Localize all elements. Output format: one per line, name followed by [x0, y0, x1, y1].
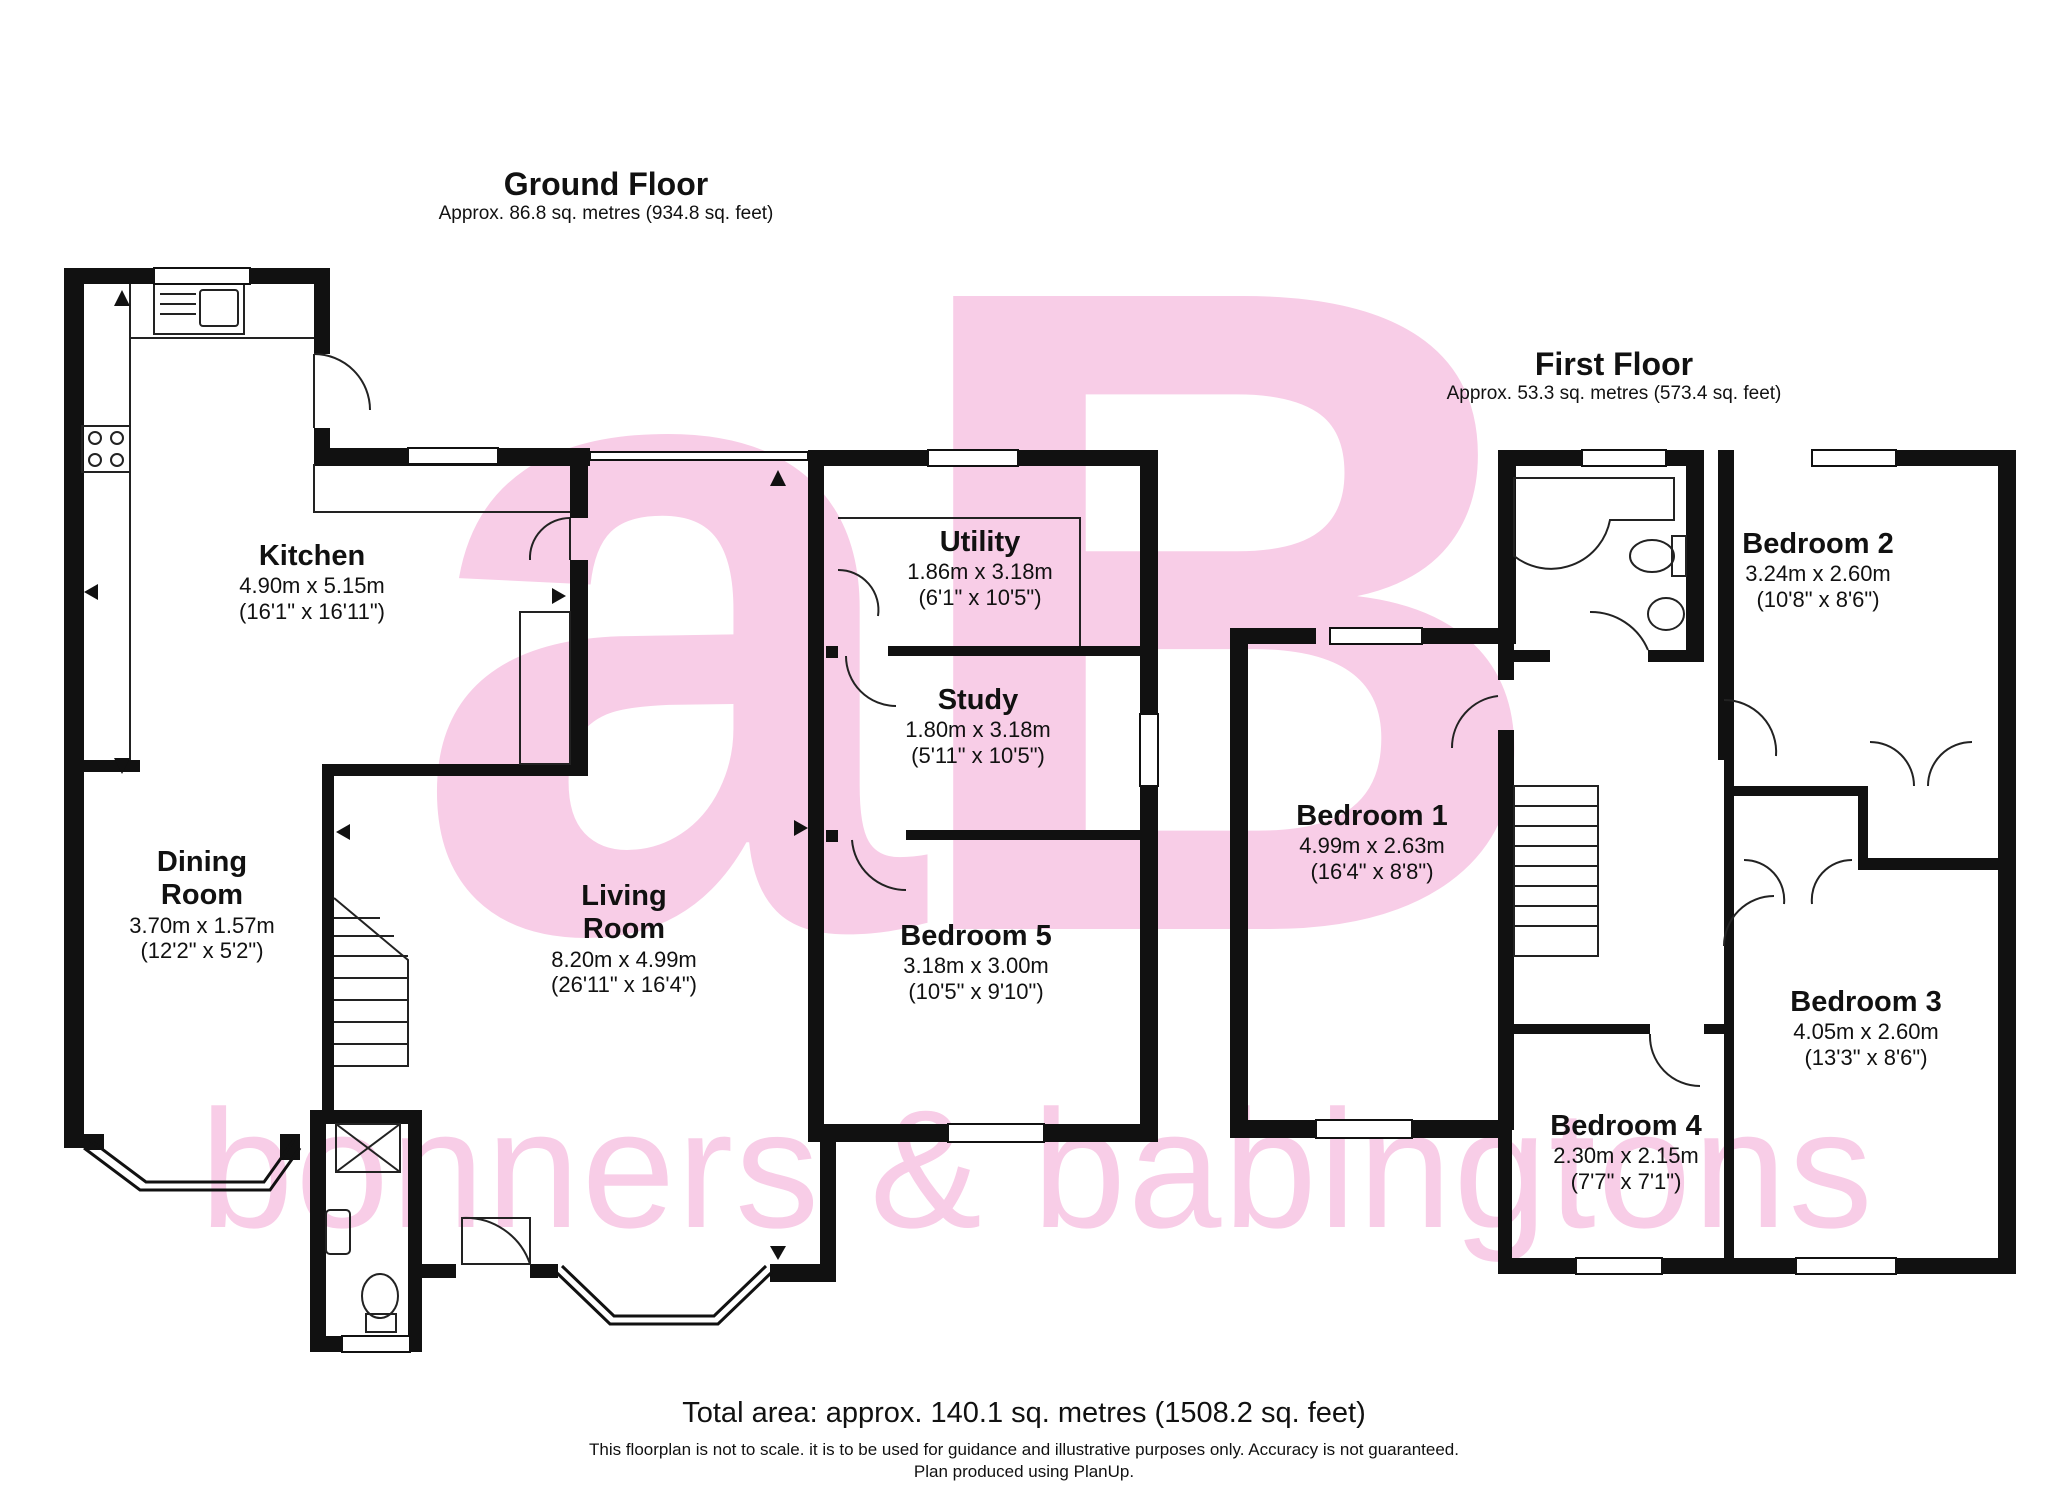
room-bedroom-1: Bedroom 1 4.99m x 2.63m (16'4" x 8'8")	[1296, 800, 1447, 884]
direction-arrows	[84, 290, 808, 1260]
room-utility: Utility 1.86m x 3.18m (6'1" x 10'5")	[907, 526, 1053, 610]
room-imperial: (6'1" x 10'5")	[918, 584, 1042, 610]
room-metric: 2.30m x 2.15m	[1553, 1143, 1699, 1169]
room-metric: 1.86m x 3.18m	[907, 559, 1053, 585]
room-name-line1: Living	[581, 880, 667, 912]
room-name: Kitchen	[258, 540, 366, 572]
room-metric: 4.99m x 2.63m	[1299, 833, 1445, 859]
plan-credit: Plan produced using PlanUp.	[913, 1462, 1135, 1481]
room-bedroom-2: Bedroom 2 3.24m x 2.60m (10'8" x 8'6")	[1742, 528, 1893, 612]
room-name: Bedroom 2	[1742, 528, 1894, 560]
room-kitchen: Kitchen 4.90m x 5.15m (16'1" x 16'11")	[239, 540, 385, 624]
room-imperial: (5'11" x 10'5")	[911, 742, 1045, 768]
room-metric: 1.80m x 3.18m	[905, 717, 1051, 743]
disclaimer: This floorplan is not to scale. it is to…	[588, 1440, 1459, 1459]
room-name: Bedroom 3	[1790, 986, 1942, 1018]
ground-floor-area: Approx. 86.8 sq. metres (934.8 sq. feet)	[438, 202, 774, 224]
room-name: Study	[937, 684, 1019, 716]
ground-floor-walls	[64, 268, 1158, 1352]
room-imperial: (13'3" x 8'6")	[1804, 1044, 1928, 1070]
room-imperial: (7'7" x 7'1")	[1570, 1168, 1682, 1194]
room-metric: 3.70m x 1.57m	[129, 912, 275, 938]
room-bedroom-3: Bedroom 3 4.05m x 2.60m (13'3" x 8'6")	[1790, 986, 1941, 1070]
room-metric: 3.18m x 3.00m	[903, 953, 1049, 979]
first-floor-title: First Floor	[1534, 346, 1694, 382]
ground-floor-fittings	[81, 283, 1081, 1333]
room-living: Living Room 8.20m x 4.99m (26'11" x 16'4…	[551, 880, 697, 997]
room-bedroom-5: Bedroom 5 3.18m x 3.00m (10'5" x 9'10")	[900, 920, 1051, 1004]
room-name: Bedroom 5	[900, 920, 1052, 952]
room-dining: Dining Room 3.70m x 1.57m (12'2" x 5'2")	[129, 846, 275, 963]
room-imperial: (16'1" x 16'11")	[239, 598, 385, 624]
watermark-agency-name: bonners & babingtons	[200, 1075, 1875, 1263]
first-floor-area: Approx. 53.3 sq. metres (573.4 sq. feet)	[1446, 382, 1782, 404]
room-imperial: (10'5" x 9'10")	[908, 978, 1044, 1004]
ground-floor-heading: Ground Floor Approx. 86.8 sq. metres (93…	[439, 166, 774, 225]
total-area: Total area: approx. 140.1 sq. metres (15…	[682, 1397, 1366, 1429]
room-name-line1: Dining	[156, 846, 248, 878]
watermark-logo: aB	[410, 96, 1556, 1124]
room-name: Bedroom 1	[1296, 800, 1448, 832]
room-metric: 4.90m x 5.15m	[239, 573, 385, 599]
ground-floor-bays	[83, 1138, 774, 1326]
room-metric: 4.05m x 2.60m	[1793, 1019, 1939, 1045]
room-metric: 3.24m x 2.60m	[1745, 561, 1891, 587]
first-floor-heading: First Floor Approx. 53.3 sq. metres (573…	[1447, 346, 1782, 405]
room-bedroom-4: Bedroom 4 2.30m x 2.15m (7'7" x 7'1")	[1550, 1110, 1701, 1194]
room-imperial: (26'11" x 16'4")	[551, 971, 697, 997]
room-name: Bedroom 4	[1550, 1110, 1702, 1142]
room-name-line2: Room	[160, 879, 244, 912]
first-floor-fittings	[1450, 477, 1973, 1087]
first-floor-windows	[1315, 449, 1897, 1275]
room-name-line2: Room	[582, 913, 666, 946]
room-imperial: (16'4" x 8'8")	[1310, 858, 1434, 884]
room-study: Study 1.80m x 3.18m (5'11" x 10'5")	[905, 684, 1051, 768]
ground-floor-windows	[153, 267, 1159, 1353]
room-metric: 8.20m x 4.99m	[551, 946, 697, 972]
ground-floor-title: Ground Floor	[503, 166, 709, 202]
room-name: Utility	[939, 526, 1021, 558]
room-imperial: (10'8" x 8'6")	[1756, 586, 1880, 612]
room-imperial: (12'2" x 5'2")	[140, 937, 264, 963]
